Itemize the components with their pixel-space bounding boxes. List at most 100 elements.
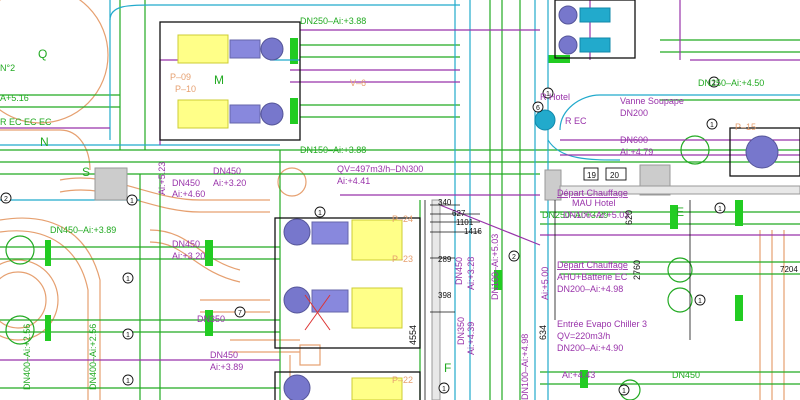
num-1c: 1	[126, 332, 130, 339]
label-620: 620	[624, 210, 634, 225]
pump-body-tr2	[579, 37, 611, 53]
orange-arc-top	[0, 0, 109, 124]
num-1b: 1	[126, 276, 130, 283]
pump-body-tr1	[579, 7, 611, 23]
motor-yellow-2	[177, 99, 229, 129]
green-flange-10	[735, 295, 743, 321]
callout-1k	[438, 382, 450, 394]
box-19	[583, 167, 599, 181]
dim-1101: 1101	[456, 218, 474, 227]
callout-1j	[618, 384, 630, 396]
tag-p22: P–22	[392, 375, 413, 385]
dim-7204: 7204	[780, 265, 798, 274]
label-rec: R EC EC EC	[0, 117, 52, 127]
label-4554: 4554	[408, 325, 418, 345]
label-ai389: Ai:+3.89	[210, 362, 243, 372]
green-circ4	[667, 257, 693, 283]
tag-p09: P–09	[170, 72, 191, 82]
pump-volute-tr1	[558, 5, 578, 25]
dimension-lines	[424, 200, 691, 400]
green-flange-6	[45, 315, 51, 341]
num-1g: 1	[710, 122, 714, 129]
label-ai500: Ai:+5.00	[540, 267, 550, 300]
label-ai516: A+5.16	[0, 93, 29, 103]
num-1h: 1	[718, 206, 722, 213]
pump-room-bottom	[274, 371, 421, 400]
callout-1l	[694, 294, 706, 306]
orange-pipe-1	[0, 217, 101, 400]
label-dn450-a: DN450	[213, 166, 241, 176]
motor-yellow-4	[351, 287, 403, 329]
num-1a: 1	[130, 198, 134, 205]
num-1k: 1	[442, 386, 446, 393]
pump-body-2	[229, 104, 261, 124]
green-flange-11	[580, 370, 588, 388]
num-2a: 2	[4, 196, 8, 203]
label-r-hotel: R Hotel	[540, 92, 570, 102]
label-dn250-388: DN250–Ai:+3.88	[300, 16, 366, 26]
callout-1i	[708, 76, 720, 88]
tag-p10: P–10	[175, 84, 196, 94]
label-ai441: Ai:+4.41	[337, 176, 370, 186]
label-dn250-450: DN250–Ai:+4.50	[698, 78, 764, 88]
label-dn400-a: DN400–Ai:+2.56	[22, 324, 32, 390]
label-dn350: DN350	[197, 314, 225, 324]
label-ai479: Ai:+4.79	[620, 147, 653, 157]
dim-1416: 1416	[464, 227, 482, 236]
motor-yellow-3	[351, 219, 403, 261]
pump-volute-4	[283, 286, 311, 314]
pump-room-mid	[274, 217, 421, 349]
num-1e: 1	[318, 210, 322, 217]
gray-block-3	[544, 169, 562, 201]
pump-room-right	[729, 127, 800, 177]
purple-diag	[439, 204, 541, 246]
label-dn100-503v: DN100–Ai:+5.03	[490, 234, 500, 300]
orange-pipe-9	[230, 339, 300, 353]
label-dn450-b: DN450	[172, 239, 200, 249]
dim-398: 398	[438, 291, 452, 300]
label-mau: MAU Hotel	[572, 198, 616, 208]
labels-purple: QV=497m3/h–DN300 Ai:+4.41 DN450 Ai:+3.20…	[172, 92, 684, 380]
label-n2: N°2	[0, 63, 15, 73]
green-flange-7	[548, 55, 570, 63]
green-fittings	[45, 38, 743, 388]
label-dn200: DN200	[620, 108, 648, 118]
tag-p24: P–24	[392, 214, 413, 224]
box-19-text: 19	[587, 171, 596, 180]
green-flange-8	[735, 200, 743, 226]
callout-circles	[0, 76, 726, 396]
wall-vertical	[431, 199, 441, 400]
labels-vertical: Ai:+5.23 DN400–Ai:+2.56 DN400–Ai:+2.56 D…	[22, 162, 642, 400]
label-r-ec: R EC	[565, 116, 587, 126]
tag-v6: V–6	[350, 78, 366, 88]
num-1d: 1	[126, 378, 130, 385]
label-ahu: AHU+Batterie EC	[557, 272, 628, 282]
pump-volute-3	[283, 218, 311, 246]
callout-2b	[508, 250, 520, 262]
pump-volute-1	[260, 37, 284, 61]
label-entree: Entrée Evapo Chiller 3	[557, 319, 647, 329]
green-flange-9	[670, 205, 678, 229]
pump-group-mid	[283, 218, 403, 400]
letter-m: M	[214, 73, 224, 87]
label-dn400-b: DN400–Ai:+2.56	[88, 324, 98, 390]
num-7: 7	[238, 310, 242, 317]
orange-pipe-3	[59, 177, 270, 201]
box-20	[605, 167, 627, 181]
num-6: 6	[536, 105, 540, 112]
green-flange-12	[494, 270, 502, 290]
pump-group-right	[534, 5, 779, 169]
label-ai328: Ai:+3.28	[466, 257, 476, 290]
label-ai320-b: Ai:+3.20	[172, 251, 205, 261]
callout-1b	[122, 272, 134, 284]
orange-pipe-5	[149, 229, 241, 271]
orange-circle-left-inner	[0, 271, 47, 329]
label-ai523: Ai:+5.23	[157, 162, 167, 195]
label-dn600: DN600	[620, 135, 648, 145]
letter-n: N	[40, 135, 49, 149]
purple-pipes	[0, 0, 800, 361]
green-flange-1	[290, 38, 298, 64]
